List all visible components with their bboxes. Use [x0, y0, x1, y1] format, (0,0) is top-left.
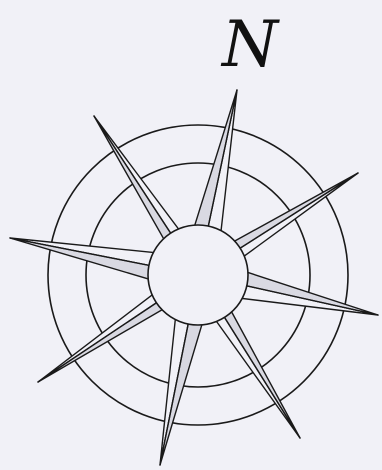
north-label: N [220, 8, 280, 82]
center-hub [148, 225, 248, 325]
